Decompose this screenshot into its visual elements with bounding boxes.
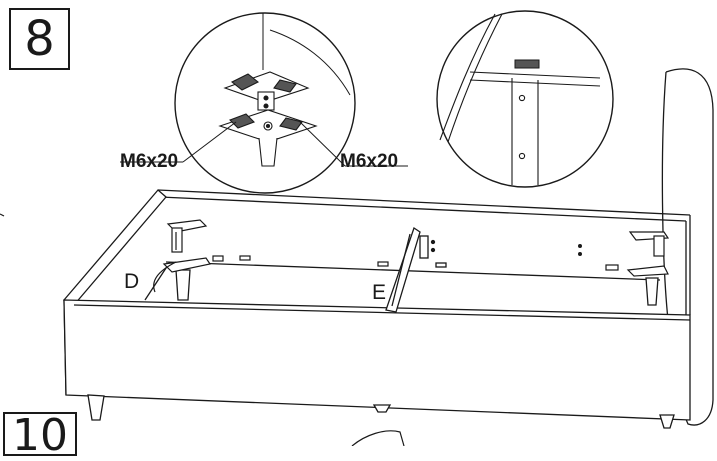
leg-inner-right bbox=[645, 277, 659, 306]
bed-legs bbox=[87, 269, 675, 429]
leg-inner-left bbox=[175, 269, 191, 301]
top-bracket-plate bbox=[223, 71, 310, 111]
part-label-d: D bbox=[124, 270, 139, 293]
leg-detail bbox=[258, 137, 278, 167]
cam-plate-left-2 bbox=[239, 255, 251, 261]
screw-callout-right: M6x20 bbox=[340, 151, 398, 172]
next-step-fragment bbox=[351, 430, 405, 446]
detail-circle-headboard bbox=[436, 10, 614, 188]
detail-circle-brackets bbox=[120, 12, 408, 194]
hatched-bracket bbox=[514, 59, 540, 69]
step-number: 8 bbox=[24, 11, 55, 67]
cam-plate-left bbox=[212, 255, 224, 262]
bracket-back-left bbox=[153, 219, 211, 293]
leg-front-center bbox=[372, 404, 392, 413]
assembly-diagram: 8 10 bbox=[0, 8, 714, 458]
bracket-back-right bbox=[605, 231, 670, 277]
screw-callout-left: M6x20 bbox=[120, 151, 178, 172]
bed-frame bbox=[62, 189, 691, 421]
edge-mark bbox=[0, 213, 5, 217]
leg-front-right bbox=[659, 414, 675, 429]
leg-front-left bbox=[87, 394, 105, 421]
cam-plate-center bbox=[377, 261, 389, 267]
part-label-e: E bbox=[372, 281, 386, 304]
frame-brackets bbox=[153, 219, 670, 293]
step-number-box: 8 bbox=[9, 8, 70, 70]
center-support bbox=[385, 226, 447, 313]
headboard bbox=[661, 68, 714, 426]
lower-bracket-plate bbox=[218, 109, 318, 143]
drawing-canvas: M6x20 M6x20 D E bbox=[0, 10, 714, 446]
